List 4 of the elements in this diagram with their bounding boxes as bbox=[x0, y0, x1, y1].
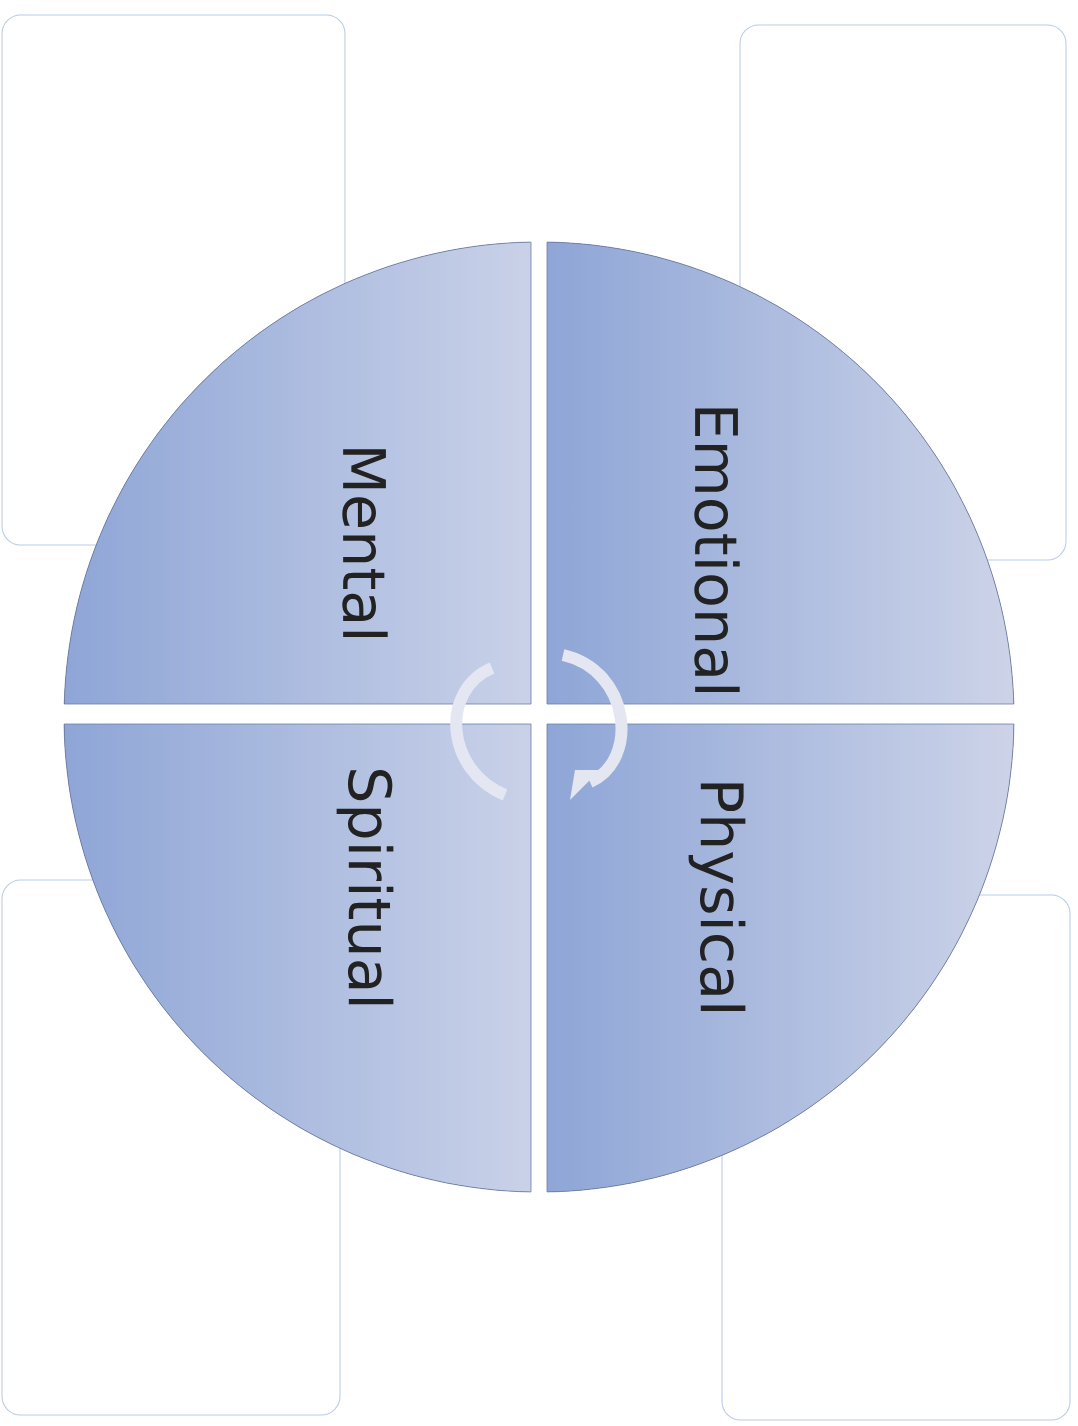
quadrant-segment: Spiritual bbox=[63, 723, 532, 1193]
quadrant-segment: Mental bbox=[63, 241, 532, 705]
quadrant-segment: Physical bbox=[546, 723, 1015, 1193]
quadrant-segment: Emotional bbox=[546, 241, 1015, 705]
